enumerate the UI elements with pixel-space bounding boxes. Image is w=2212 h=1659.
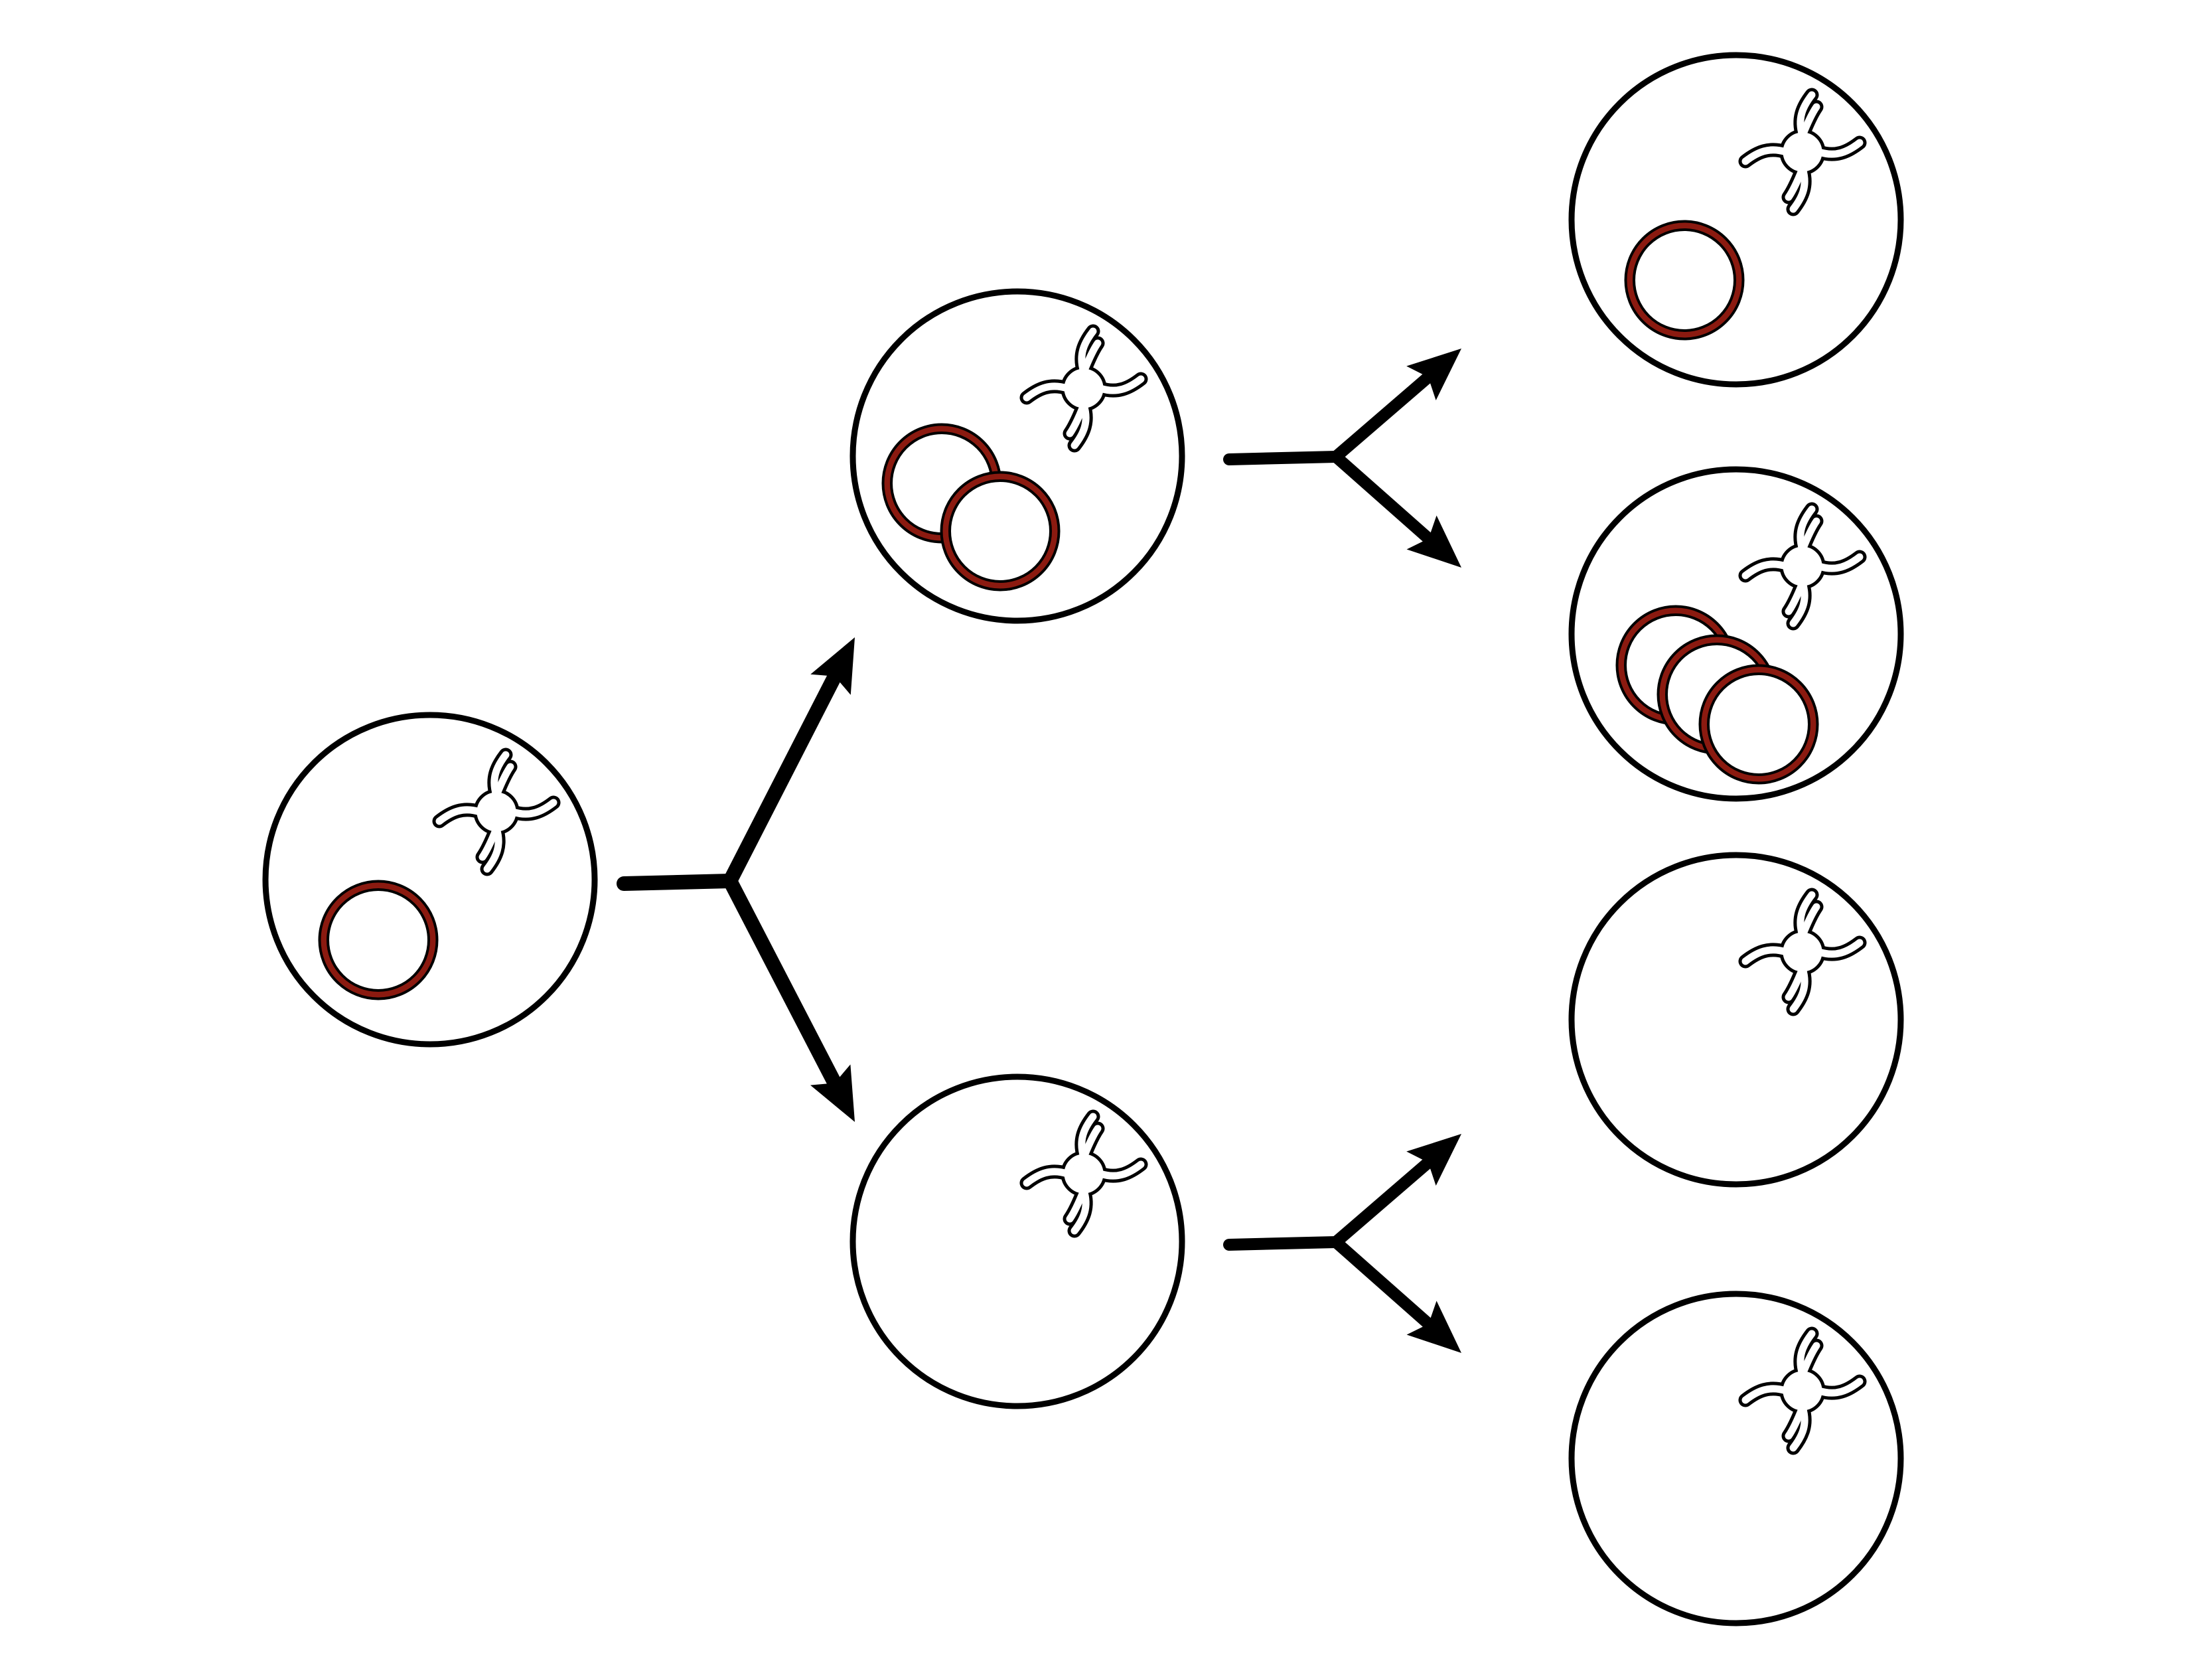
chromosome-icon	[1745, 895, 1860, 1009]
chromosome-icon	[439, 755, 553, 869]
plasmid-ring-icon	[318, 880, 439, 1000]
cell-membrane	[262, 712, 598, 1048]
arrowhead	[810, 1064, 855, 1122]
arrowhead	[1406, 1134, 1461, 1186]
chromosome-icon	[1027, 331, 1141, 445]
cells	[262, 52, 1904, 1626]
chromosome-icon	[1027, 1117, 1141, 1231]
division-arrows	[617, 349, 1461, 1353]
cell-granddaughter-2	[1568, 466, 1904, 802]
chromosome-icon	[1745, 509, 1860, 623]
cell-granddaughter-3	[1568, 852, 1904, 1188]
cell-granddaughter-1	[1568, 52, 1904, 388]
cell-daughter-top	[849, 288, 1185, 624]
arrowhead	[1406, 349, 1461, 400]
arrowhead	[1406, 1301, 1461, 1353]
cell-daughter-bottom	[849, 1073, 1185, 1409]
division-arrow-icon	[1223, 349, 1461, 568]
plasmid-ring-icon	[1624, 220, 1745, 341]
chromosome-icon	[1745, 1334, 1860, 1448]
arrowhead	[810, 637, 855, 695]
cell-membrane	[849, 1073, 1185, 1409]
plasmid-ring-icon	[940, 471, 1061, 592]
cell-membrane	[1568, 852, 1904, 1188]
chromosome-icon	[1745, 95, 1860, 209]
plasmid-ring-icon	[1698, 664, 1819, 785]
division-arrow-icon	[617, 637, 855, 1122]
cell-membrane	[1568, 52, 1904, 388]
division-arrow-icon	[1223, 1134, 1461, 1353]
arrowhead	[1406, 515, 1461, 568]
cell-membrane	[1568, 1291, 1904, 1626]
cell-parent	[262, 712, 598, 1048]
cell-granddaughter-4	[1568, 1291, 1904, 1626]
